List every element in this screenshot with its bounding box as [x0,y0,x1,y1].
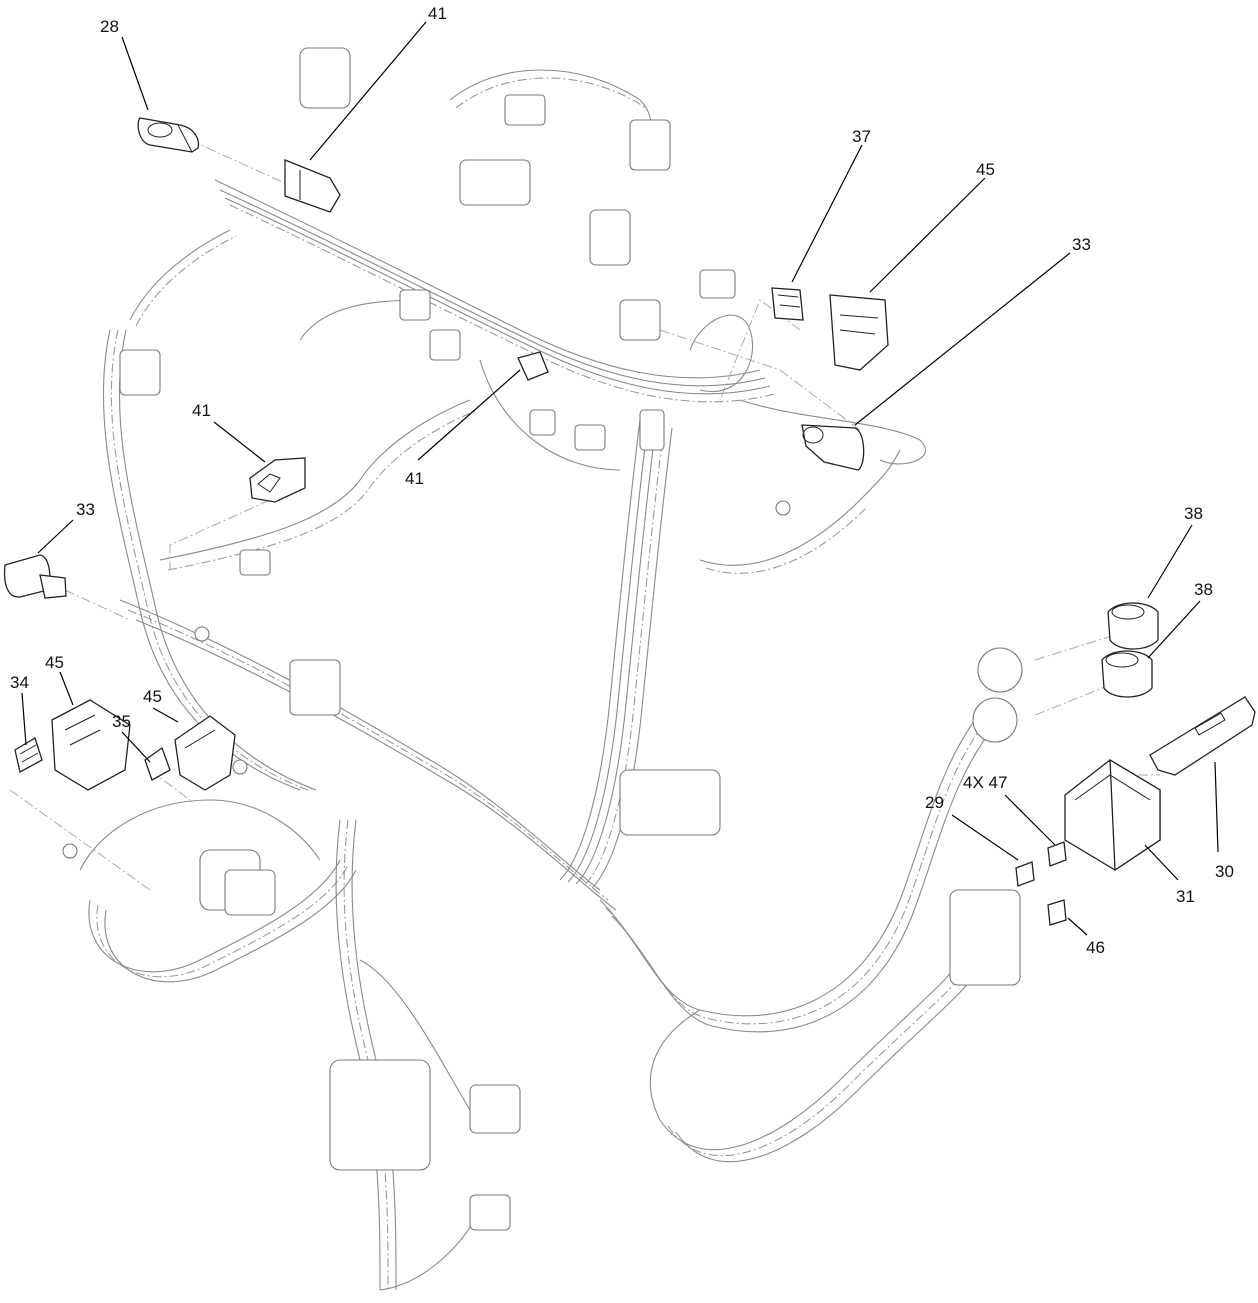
callout-41-mid: 41 [405,469,424,488]
callout-labels: 28 41 37 45 33 41 41 33 38 38 34 45 35 4… [10,4,1234,957]
part-33-left-cap [3,554,67,599]
harness-lower-left-loop [79,799,357,983]
part-30-bracket [1149,696,1256,776]
harness-vertical-trunk [559,419,673,889]
callout-38-a: 38 [1184,504,1203,523]
leader-lines [21,21,1219,936]
callout-33-left: 33 [76,500,95,519]
assembly-lines [9,139,1160,891]
callout-38-b: 38 [1194,580,1213,599]
harness-lower-branch [335,819,481,1291]
harness-right-branch [599,699,1003,1163]
part-45-mid-holder [174,715,236,791]
part-41-left-relay [249,457,306,503]
harness-connectors [62,47,1023,1231]
harness-main-trunk [214,179,776,403]
callout-30: 30 [1215,862,1234,881]
callout-34: 34 [10,673,29,692]
callout-35: 35 [112,712,131,731]
callout-28: 28 [100,17,119,36]
harness-center-band [119,399,617,911]
callout-45-top: 45 [976,160,995,179]
part-29-fuse [1015,861,1035,887]
callout-46: 46 [1086,938,1105,957]
part-35-fuse [144,746,171,781]
part-45-left-holder [51,699,131,791]
part-47-fuse [1047,841,1067,867]
part-45-top-holder [829,294,889,371]
part-38-b-cap [1101,650,1153,698]
callout-33-right: 33 [1072,235,1091,254]
part-41-mid-relay [517,351,549,381]
callout-4x-47: 4X 47 [963,773,1007,792]
part-38-a-cap [1107,602,1159,650]
part-37-fuse [771,287,804,321]
part-28-cap [137,117,200,153]
callout-31: 31 [1176,887,1195,906]
part-33-right-cap [801,424,865,471]
part-41-top-relay [284,159,341,213]
callout-41-left: 41 [192,401,211,420]
part-34-fuse [14,737,43,773]
part-31-relay-box [1064,758,1161,872]
callout-45-mid: 45 [143,687,162,706]
harness-upper-right-loop [299,69,926,574]
callout-45-left: 45 [45,653,64,672]
callout-29: 29 [925,793,944,812]
part-46-fuse [1047,899,1067,926]
callout-37: 37 [852,127,871,146]
harness-left-loop [102,229,317,791]
callout-41-top: 41 [428,4,447,23]
